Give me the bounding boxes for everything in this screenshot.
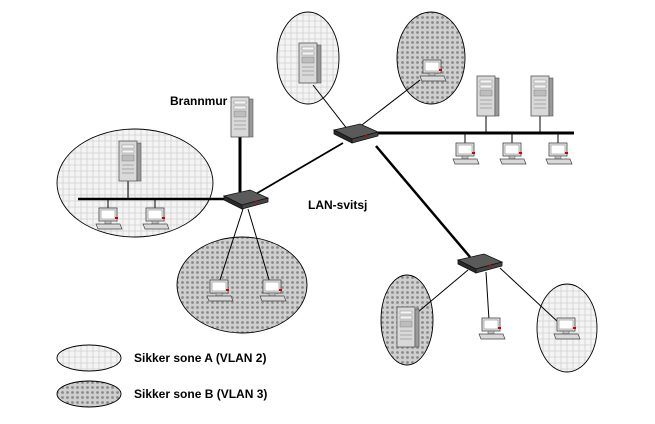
network-links [78, 79, 574, 323]
zone-a-left-ellipse [56, 128, 214, 238]
zone-b-left-ellipse [176, 236, 308, 334]
firewall-server-icon [230, 96, 254, 138]
right-pc-2-icon [499, 142, 527, 165]
lan-switch-1-icon [223, 189, 269, 210]
lan-switch-3-icon [457, 253, 503, 274]
zone-b-top-ellipse [396, 11, 466, 105]
right-server-2-icon [530, 75, 554, 117]
legend-zone-a-label: Sikker sone A (VLAN 2) [134, 351, 267, 365]
top-server-1-icon [298, 42, 322, 84]
legend-zone-b-swatch [56, 380, 122, 408]
firewall-label: Brannmur [170, 94, 228, 108]
legend-zone-a-swatch [56, 344, 122, 372]
right-pc-1-icon [452, 142, 480, 165]
switch-label: LAN-svitsj [308, 198, 368, 212]
lan-switch-2-icon [333, 123, 379, 144]
zone-a-server-icon [118, 140, 142, 182]
legend-zone-b-label: Sikker sone B (VLAN 3) [134, 387, 268, 401]
bottom-server-icon [396, 306, 420, 348]
bottom-pc-1-icon [478, 317, 506, 340]
right-pc-3-icon [545, 142, 573, 165]
right-server-1-icon [476, 75, 500, 117]
